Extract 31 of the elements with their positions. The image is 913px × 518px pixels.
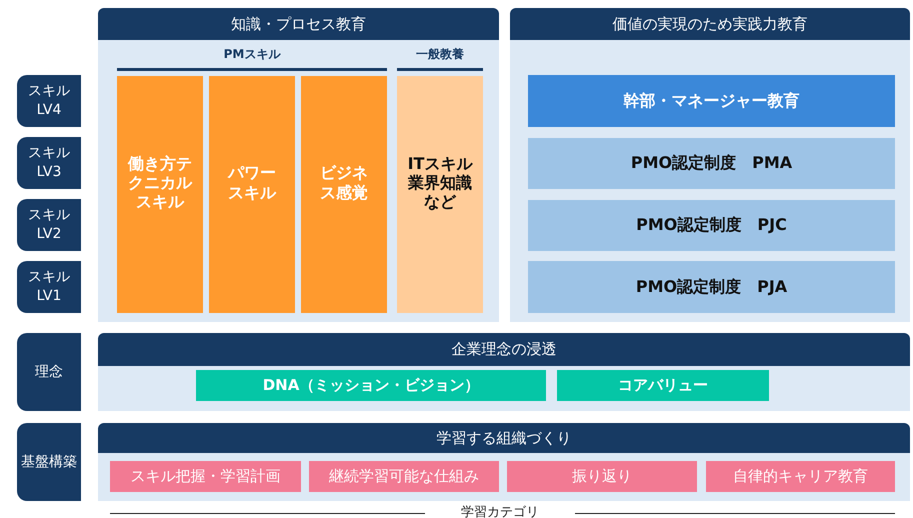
item-label: 自律的キャリア教育 bbox=[706, 461, 895, 492]
item-label: DNA（ミッション・ビジョン） bbox=[196, 370, 546, 401]
skill-column: ITスキル業界知識など bbox=[397, 76, 483, 313]
skill-column: ビジネス感覚 bbox=[301, 76, 387, 313]
row-header: スキル LV4 bbox=[17, 75, 81, 127]
panel-header: 価値の実現のため実践力教育 bbox=[510, 8, 910, 40]
panel bbox=[98, 8, 499, 322]
item-label: コアバリュー bbox=[557, 370, 769, 401]
item-label: スキル把握・学習計画 bbox=[110, 461, 301, 492]
program-bar: PMO認定制度 PJC bbox=[528, 200, 895, 251]
row-header: スキル LV3 bbox=[17, 137, 81, 189]
item-label: 継続学習可能な仕組み bbox=[309, 461, 499, 492]
skill-column: パワースキル bbox=[209, 76, 295, 313]
panel bbox=[510, 8, 910, 322]
panel bbox=[98, 423, 910, 501]
skill-column: 働き方テクニカルスキル bbox=[117, 76, 203, 313]
panel-header: 知識・プロセス教育 bbox=[98, 8, 499, 40]
row-header: 基盤構築 bbox=[17, 423, 81, 501]
panel bbox=[98, 333, 910, 411]
group-heading: PMスキル bbox=[222, 46, 282, 63]
row-header: 理念 bbox=[17, 333, 81, 411]
program-bar: PMO認定制度 PMA bbox=[528, 138, 895, 189]
program-bar: 幹部・マネージャー教育 bbox=[528, 75, 895, 127]
item-label: 振り返り bbox=[507, 461, 697, 492]
row-header: スキル LV1 bbox=[17, 261, 81, 313]
panel-header: 学習する組織づくり bbox=[98, 423, 910, 453]
program-bar: PMO認定制度 PJA bbox=[528, 261, 895, 313]
row-header: スキル LV2 bbox=[17, 199, 81, 251]
axis-label: 学習カテゴリ bbox=[460, 504, 540, 518]
group-heading: 一般教養 bbox=[415, 46, 465, 63]
panel-header: 企業理念の浸透 bbox=[98, 333, 910, 366]
